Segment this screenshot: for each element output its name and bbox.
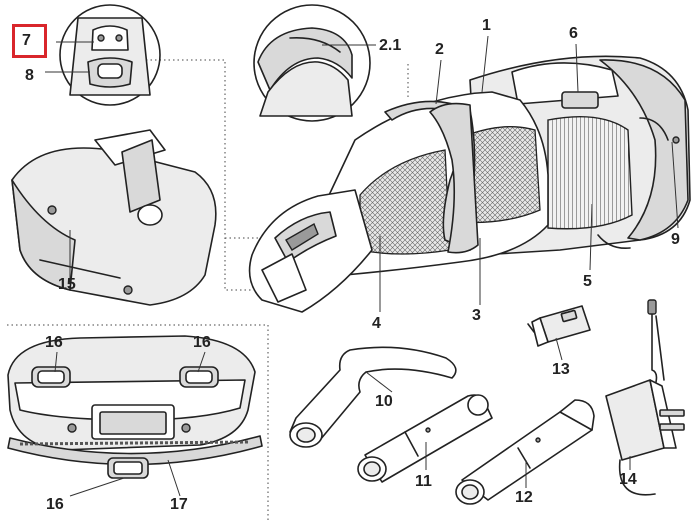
part-15-filter-holder xyxy=(11,129,217,306)
callout-1: 1 xyxy=(482,17,491,34)
part-11-tube xyxy=(357,394,493,483)
part-10-crevice-tool xyxy=(289,346,457,448)
callout-12: 12 xyxy=(515,489,533,506)
callout-11: 11 xyxy=(415,473,432,490)
callout-16-left: 16 xyxy=(45,334,63,351)
highlight-box xyxy=(12,24,47,58)
detail-circle-seal xyxy=(253,4,371,122)
callout-15: 15 xyxy=(58,276,76,293)
callout-14: 14 xyxy=(619,471,637,488)
callout-16-right: 16 xyxy=(193,334,211,351)
callout-3: 3 xyxy=(472,307,481,324)
part-14-charger xyxy=(605,299,685,496)
main-unit xyxy=(248,55,691,313)
callout-8: 8 xyxy=(25,67,34,84)
detail-circle-nozzle-tip xyxy=(59,4,161,106)
callout-4: 4 xyxy=(372,315,381,332)
part-13-battery xyxy=(527,305,591,347)
part-16-17-floor-nozzle xyxy=(7,335,263,479)
callout-6: 6 xyxy=(569,25,578,42)
callout-7: 7 xyxy=(22,32,31,49)
part-12-tube xyxy=(455,399,595,505)
callout-17: 17 xyxy=(170,496,188,513)
callout-10: 10 xyxy=(375,393,393,410)
leader-lines xyxy=(45,35,679,497)
callout-9: 9 xyxy=(671,231,680,248)
callout-13: 13 xyxy=(552,361,570,378)
callout-16-bottom: 16 xyxy=(46,496,64,513)
callout-2: 2 xyxy=(435,41,444,58)
callout-5: 5 xyxy=(583,273,592,290)
callout-2-1: 2.1 xyxy=(379,37,402,54)
